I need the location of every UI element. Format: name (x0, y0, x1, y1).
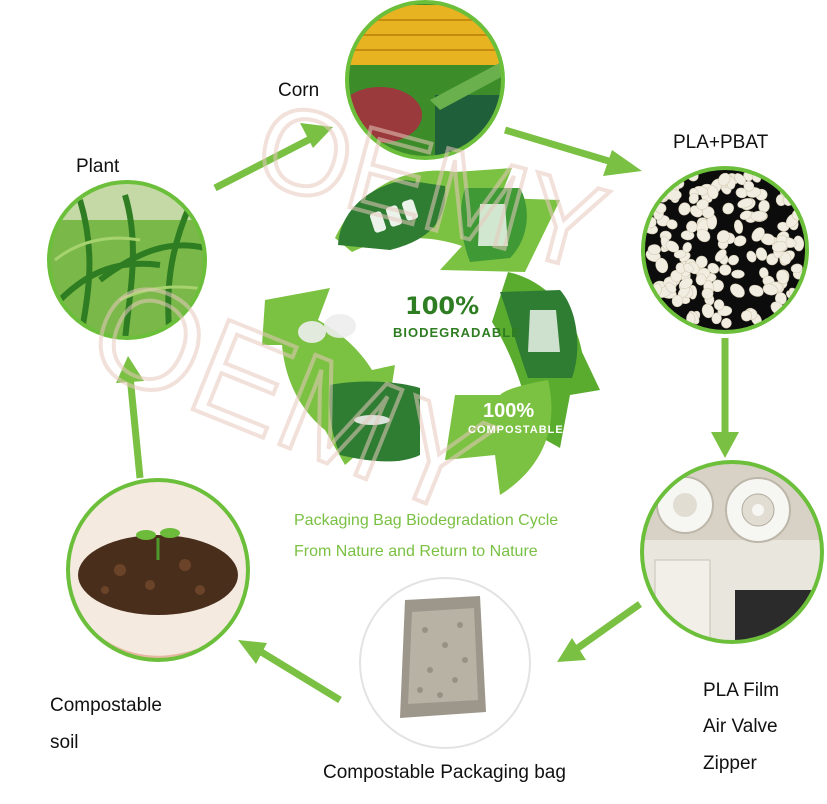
pla-granule (746, 250, 757, 263)
pla-granule (730, 283, 745, 298)
arrow-plant-to-corn (213, 123, 333, 192)
plant-label: Plant (76, 156, 120, 177)
pla-granules-circle (641, 166, 809, 334)
pla-granule (688, 192, 699, 204)
biodegradable-percent: 100% (405, 292, 480, 320)
compostable-center-label: COMPOSTABLE (468, 424, 564, 436)
pla-granule (686, 220, 698, 233)
zipper-label: Zipper (703, 753, 757, 774)
pla-granule (721, 318, 732, 329)
recycle-symbol-icon (262, 168, 600, 495)
pla-granule (679, 277, 693, 289)
pla-granule (678, 202, 691, 216)
pla-granule (696, 199, 709, 210)
arrow-valve-to-bag (557, 601, 643, 662)
pla-granule (731, 269, 745, 279)
pla-granule (776, 269, 789, 285)
pla-granule (707, 262, 720, 274)
arrow-pla-to-valve (711, 338, 739, 458)
pla-granule (682, 242, 692, 253)
pla-granule (733, 235, 747, 247)
pla-granule (782, 173, 798, 187)
biodegradable-label: BIODEGRADABLE (393, 325, 521, 340)
compostable-percent: 100% (483, 400, 535, 422)
pla-granule (795, 171, 805, 183)
packaging-bag-label: Compostable Packaging bag (323, 762, 566, 783)
pla-granule (750, 210, 767, 222)
pla-granule (711, 312, 722, 325)
cycle-arrows (116, 123, 739, 703)
pla-granule (696, 229, 711, 243)
compostable-label: Compostable (50, 695, 162, 716)
pla-granule (695, 273, 707, 286)
pla-granule (788, 170, 801, 183)
pla-granule (711, 279, 724, 293)
pla-granule (751, 227, 765, 242)
air-valve-circle (640, 460, 824, 644)
pla-granule (722, 202, 734, 215)
pla-granule (655, 257, 669, 274)
air-valve-label: Air Valve (703, 716, 778, 737)
pla-granule (755, 247, 768, 261)
pla-granule (719, 264, 732, 276)
caption-line-1: Packaging Bag Biodegradation Cycle (294, 512, 559, 529)
pla-granule (741, 310, 753, 322)
caption-line-2: From Nature and Return to Nature (294, 543, 538, 560)
soil-circle (66, 478, 250, 662)
pla-granule (671, 294, 684, 308)
pla-granule (791, 170, 803, 182)
corn-label: Corn (278, 80, 320, 101)
pla-granule (737, 198, 754, 209)
pla-granule (728, 254, 739, 266)
pla-granule (771, 241, 788, 253)
pla-granule (673, 249, 687, 259)
pla-granule (664, 169, 674, 185)
pla-granule (734, 219, 744, 234)
pla-granule (789, 306, 802, 322)
packaging-bag-circle (359, 577, 531, 749)
pla-granule (743, 180, 755, 192)
pla-granule (701, 287, 714, 300)
pla-granule (707, 185, 719, 200)
pla-granule (656, 180, 669, 191)
plant-circle (47, 180, 207, 340)
arrow-bag-to-soil (238, 640, 342, 703)
pla-granule (739, 210, 752, 220)
pla-granule (718, 172, 731, 186)
soil-label: soil (50, 732, 79, 753)
pla-granule (716, 230, 730, 243)
pla-granule (713, 299, 725, 311)
pla-granule (647, 244, 661, 255)
pla-granule (762, 283, 778, 296)
pla-granule (701, 303, 715, 319)
pla-granule (665, 240, 680, 253)
pla-granule (749, 284, 764, 297)
pla-granule (666, 219, 678, 230)
pla-granule (714, 249, 727, 262)
pla-pbat-label: PLA+PBAT (673, 132, 769, 153)
pla-granule (695, 255, 708, 269)
pla-film-label: PLA Film (703, 680, 780, 701)
pla-granule (683, 263, 694, 273)
arrow-soil-to-plant (116, 356, 144, 479)
pla-granule (665, 282, 677, 294)
pla-granule (790, 263, 803, 274)
arrow-corn-to-pla (503, 126, 642, 176)
